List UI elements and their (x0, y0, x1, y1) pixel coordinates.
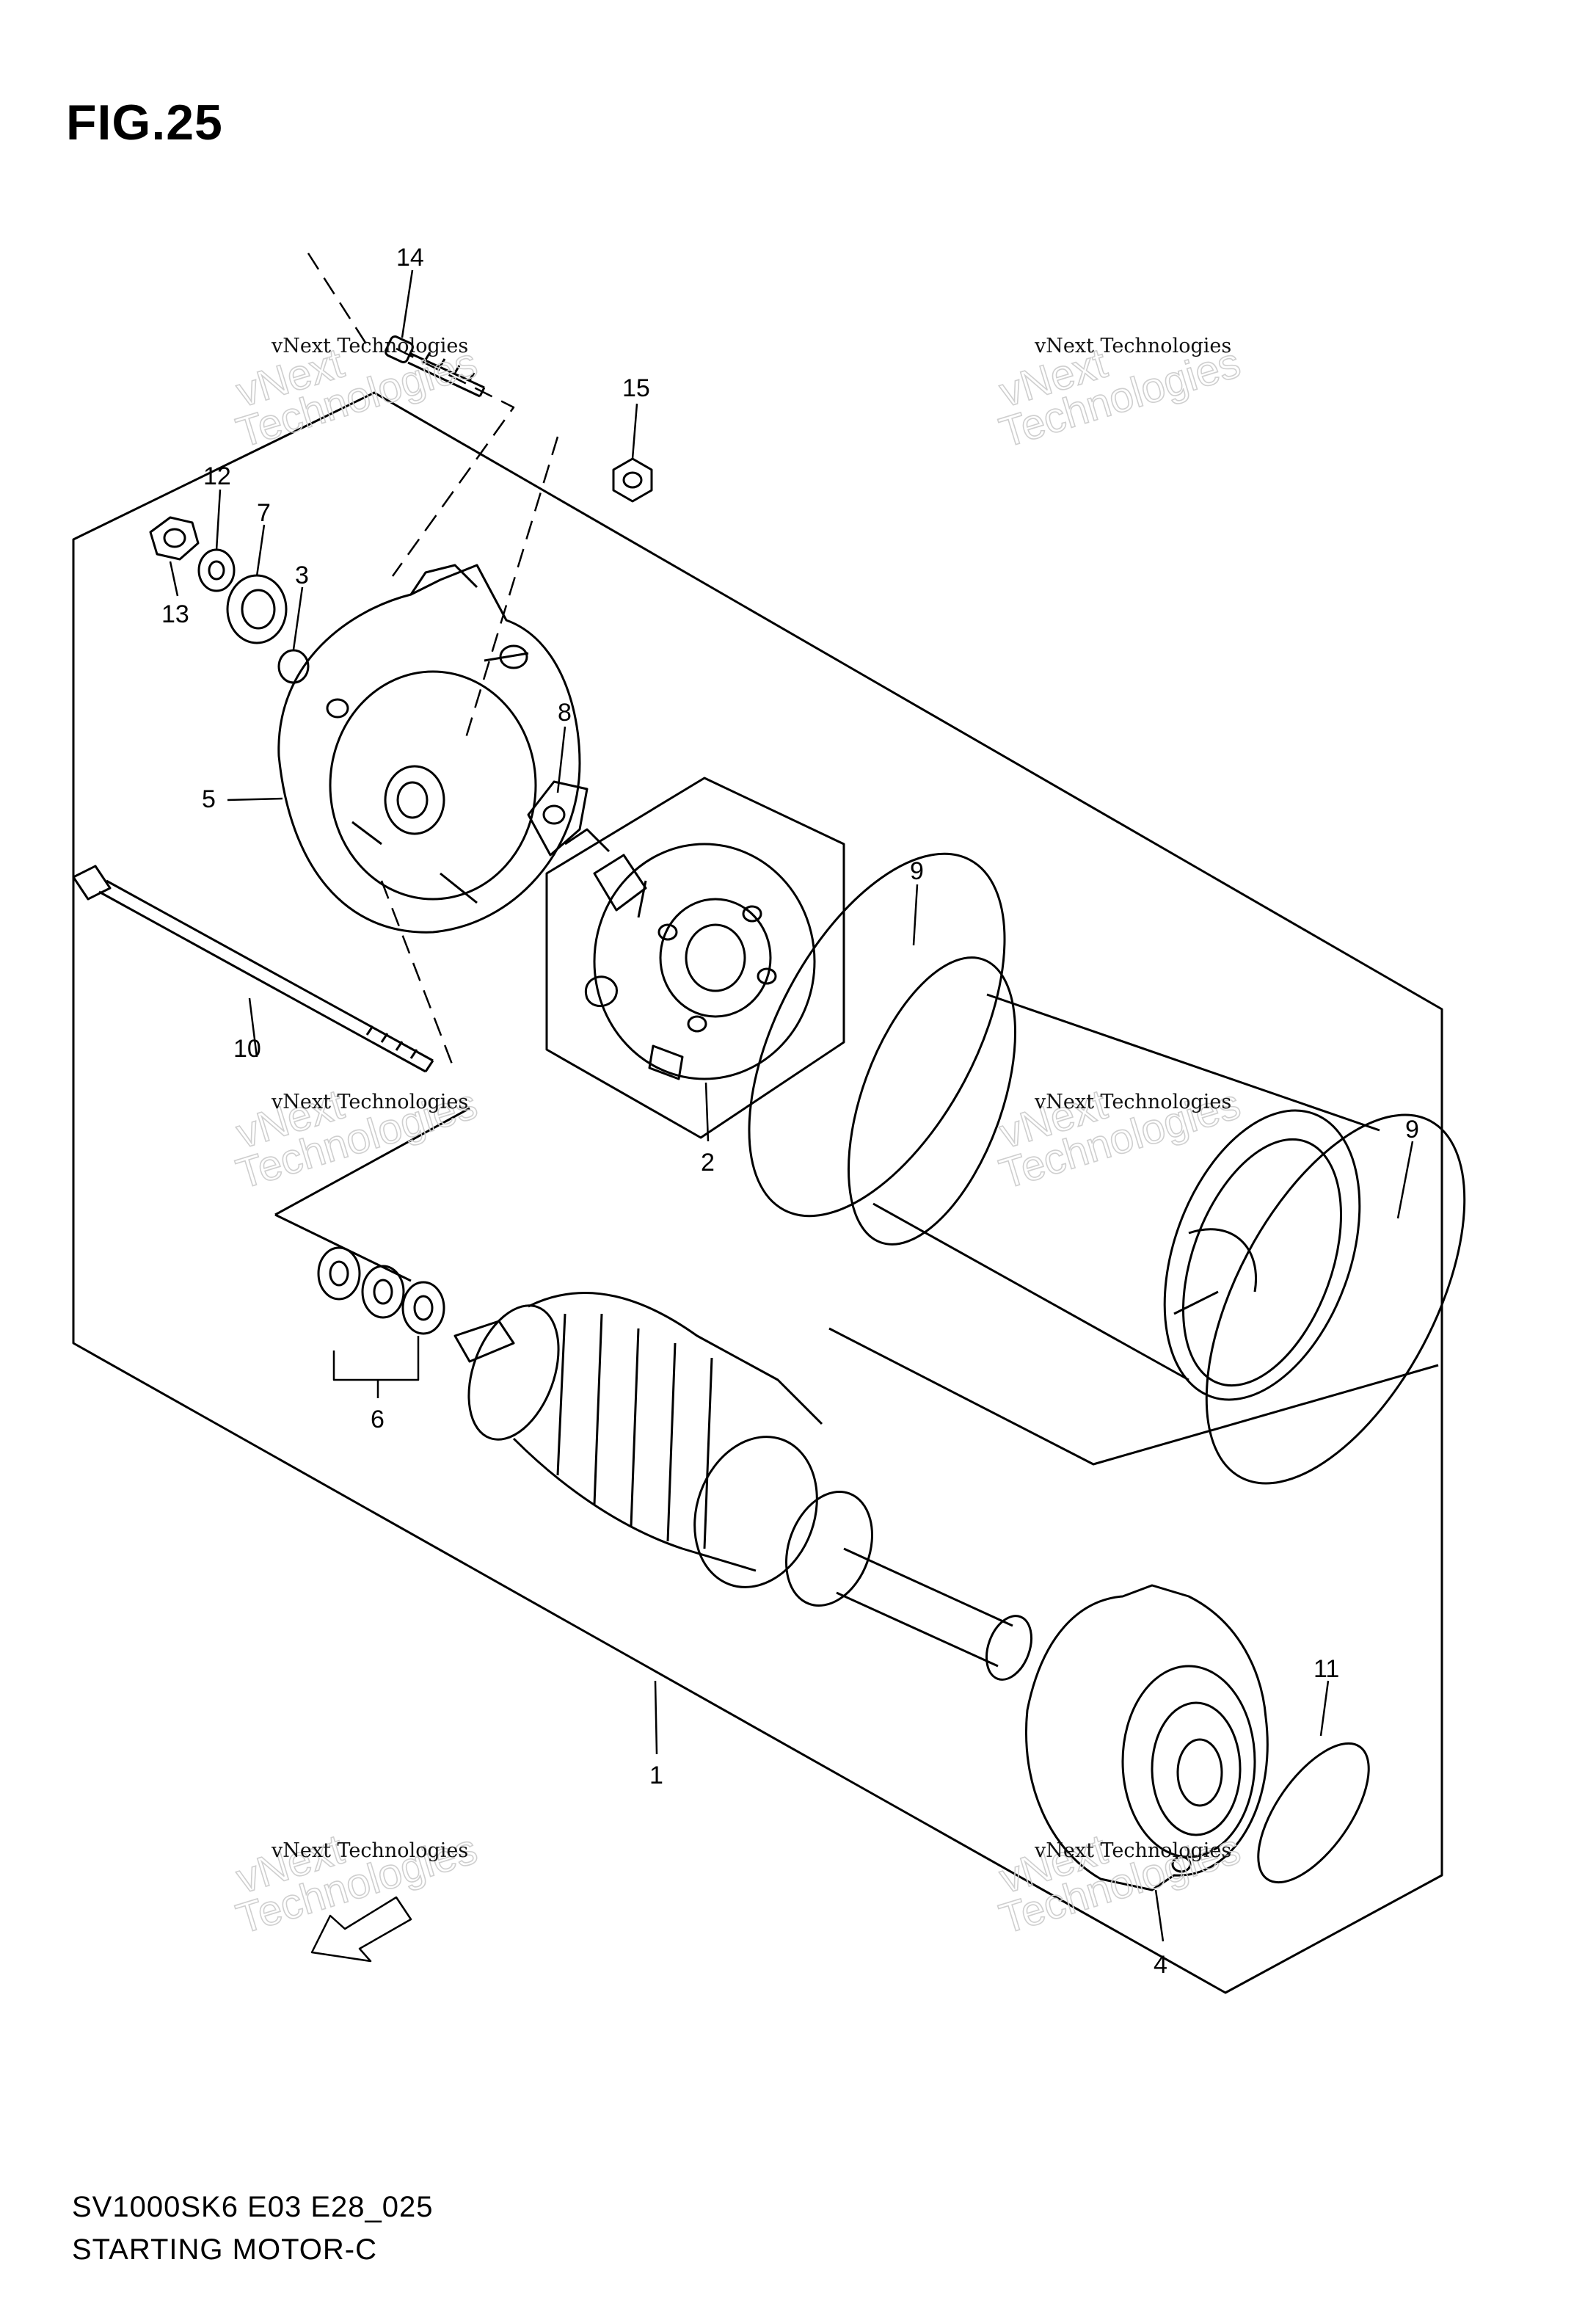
o-ring-part-9-front (748, 852, 1006, 1218)
end-housing-part-5 (277, 564, 581, 934)
armature-outline (274, 1107, 1439, 1466)
washer-part-12 (197, 548, 236, 592)
washers-part-6 (317, 1246, 445, 1335)
callout-7: 7 (257, 499, 271, 527)
assembly-outline (72, 391, 1443, 1994)
watermark-text: vNext Technologies (1034, 1839, 1231, 1862)
yoke-housing (847, 956, 1380, 1401)
callout-14: 14 (396, 244, 424, 272)
callout-10: 10 (233, 1035, 261, 1063)
nut-part-15 (612, 457, 653, 503)
diagram-name: STARTING MOTOR-C (72, 2233, 377, 2266)
diagram-code: SV1000SK6 E03 E28_025 (72, 2191, 434, 2223)
callout-9: 9 (910, 857, 924, 885)
callout-9-rear: 9 (1405, 1116, 1419, 1144)
callout-8: 8 (558, 699, 572, 727)
terminal-plate-part-8 (527, 780, 589, 857)
through-bolt-part-10 (72, 865, 434, 1073)
callout-6: 6 (371, 1406, 385, 1433)
watermark-text: vNext Technologies (1034, 1091, 1231, 1113)
bolt-part-14 (385, 335, 486, 398)
leader-lines (169, 269, 1414, 1942)
figure-title: FIG.25 (66, 95, 223, 150)
callout-1: 1 (649, 1762, 663, 1789)
callout-2: 2 (701, 1149, 715, 1177)
watermark-text: vNext Technologies (271, 335, 468, 357)
watermark-text: vNext Technologies (271, 1091, 468, 1113)
callout-11: 11 (1313, 1655, 1339, 1683)
bearing-part-7 (226, 574, 288, 644)
callout-13: 13 (161, 600, 189, 628)
callout-5: 5 (202, 785, 216, 813)
watermark-text: vNext Technologies (1034, 335, 1231, 357)
guide-lines (307, 252, 559, 1072)
callout-3: 3 (295, 561, 309, 589)
callout-4: 4 (1154, 1951, 1167, 1979)
callout-12: 12 (203, 462, 231, 490)
callout-15: 15 (622, 374, 650, 402)
o-ring-part-11 (1257, 1742, 1370, 1884)
brush-holder-part-2 (545, 777, 845, 1139)
drive-end-housing-part-4 (1025, 1584, 1269, 1891)
watermark-text: vNext Technologies (271, 1839, 468, 1862)
front-direction-arrow (310, 1896, 412, 1963)
o-ring-part-9-rear (1205, 1113, 1466, 1485)
armature-part-1 (453, 1292, 1032, 1681)
watermark-layer: vNext Technologies vNext Technologies vN… (230, 335, 1246, 1944)
nut-part-13 (149, 516, 200, 561)
callout-labels: 14 15 12 7 3 13 8 5 9 10 2 9 6 1 11 4 (161, 244, 1419, 1979)
